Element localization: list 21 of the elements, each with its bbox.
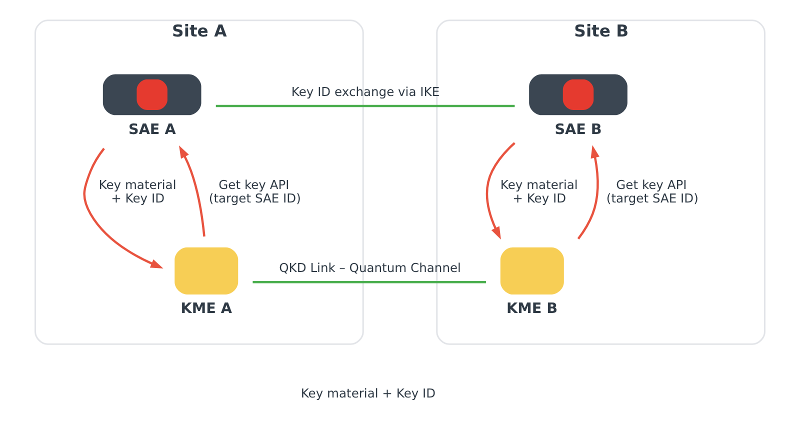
node-label: KME A [180,301,232,318]
arrow [486,142,516,240]
node-box [174,247,238,294]
edge-label: Key material + Key ID [98,178,176,206]
connector [252,281,486,284]
connector [216,104,515,108]
label: Key material + Key ID [300,386,436,401]
node-label: KME B [506,301,558,318]
node-box [529,74,628,116]
node-label: SAE A [128,122,176,138]
node-box [102,74,202,116]
arrow [179,145,206,237]
edge-label: Get key API (target SAE ID) [606,178,698,206]
edge-label: Key ID exchange via IKE [291,84,440,99]
node-label: SAE B [554,122,602,138]
edge-label: Key material + Key ID [500,178,578,206]
arrow [577,145,600,240]
edge-label: Get key API (target SAE ID) [208,178,301,206]
node-box [500,247,564,294]
arrow [83,148,164,268]
edge-label: QKD Link – Quantum Channel [279,261,461,276]
